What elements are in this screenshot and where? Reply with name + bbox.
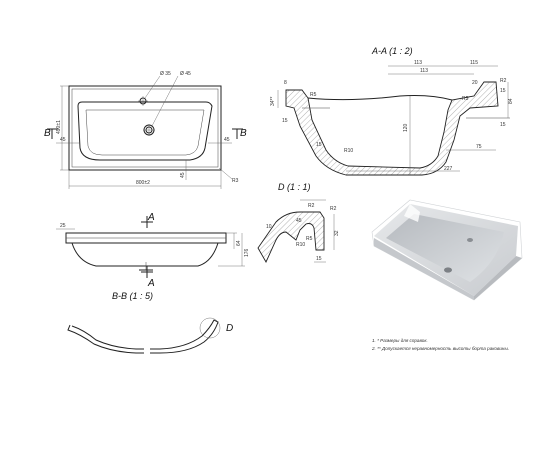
- section-aa-title: A-A (1 : 2): [371, 46, 413, 56]
- top-bowl-inner: [85, 109, 205, 156]
- dim-aa-113-top: 113: [414, 60, 422, 66]
- dim-aa-15: 15: [500, 88, 506, 94]
- dim-d-45: 45: [296, 218, 302, 224]
- section-bb-right: [150, 319, 219, 354]
- dim-d-r2b: R2: [330, 206, 337, 212]
- dim-d-r2a: R2: [308, 203, 315, 209]
- dim-d-15: 15: [316, 256, 322, 262]
- dim-aa-15b: 15: [282, 118, 288, 124]
- dim-aa-15d: 15: [500, 122, 506, 128]
- section-aa: A-A (1 : 2) 113 113 115 20 R2 15 84 15 3…: [270, 46, 514, 176]
- dim-d45: Ø 45: [180, 71, 191, 77]
- section-bb-title: B-B (1 : 5): [112, 291, 153, 301]
- dim-width: 800±2: [136, 180, 150, 186]
- top-bowl: [77, 101, 213, 161]
- dim-d-r5: R5: [306, 236, 313, 242]
- render-drain: [444, 267, 452, 273]
- dim-d-10: 10: [266, 224, 272, 230]
- section-mark-a-bottom: A: [147, 278, 155, 289]
- render-faucet-hole: [467, 238, 473, 242]
- section-aa-profile: [285, 81, 499, 176]
- front-view: A A 25 64 176: [56, 212, 250, 289]
- dim-d-32: 32: [334, 230, 340, 236]
- dim-side-left: 45: [60, 137, 66, 143]
- dim-height: 490±1: [56, 120, 62, 134]
- dim-aa-34: 34**: [270, 96, 276, 106]
- dim-front-176: 176: [244, 248, 250, 257]
- dim-aa-84: 84: [508, 98, 514, 104]
- detail-d-title: D (1 : 1): [278, 182, 311, 192]
- section-mark-a-top: A: [147, 212, 155, 223]
- dim-front-64: 64: [236, 240, 242, 246]
- dim-aa-15c: 15: [316, 142, 322, 148]
- detail-d-profile: [257, 211, 325, 263]
- note-1: 1. * Размеры для справок.: [372, 338, 428, 343]
- dim-aa-75: 75: [476, 144, 482, 150]
- dim-d35: Ø 35: [160, 71, 171, 77]
- dim-aa-r5: R5: [310, 92, 317, 98]
- detail-d-circle: [199, 317, 221, 339]
- dim-aa-r10: R10: [344, 148, 353, 154]
- top-rim: [71, 88, 219, 168]
- top-outline: [68, 85, 222, 171]
- dim-side-right: 45: [224, 137, 230, 143]
- dim-aa-120: 120: [403, 123, 409, 132]
- top-view: Ø 35 Ø 45 490±1 800±2 45 45 45 R3 B B: [44, 71, 247, 189]
- dim-aa-r5b: R5: [462, 96, 469, 102]
- notes: 1. * Размеры для справок. 2. ** Допускае…: [371, 338, 509, 351]
- section-bb-left: [67, 324, 144, 354]
- dim-aa-20: 20: [472, 80, 478, 86]
- front-bowl: [71, 242, 219, 267]
- dim-d-r10: R10: [296, 242, 305, 248]
- note-2: 2. ** Допускается неравномерность высоты…: [371, 346, 509, 351]
- section-mark-b-right: B: [240, 128, 247, 139]
- dim-bottom-45: 45: [180, 172, 186, 178]
- dim-aa-r2: R2: [500, 78, 507, 84]
- detail-mark-d: D: [226, 323, 233, 334]
- dim-aa-8: 8: [284, 80, 287, 86]
- section-bb: B-B (1 : 5) D: [67, 291, 233, 354]
- section-aa-inner-surface: [307, 95, 453, 101]
- section-mark-b-left: B: [44, 128, 51, 139]
- dim-r3: R3: [232, 178, 239, 184]
- dim-aa-113: 113: [420, 68, 428, 74]
- front-rim: [65, 232, 227, 244]
- dim-front-25: 25: [60, 223, 66, 229]
- sink-render: [371, 199, 523, 301]
- detail-d: D (1 : 1) R2 R2 32 10 45 R10 R5 15: [257, 182, 340, 263]
- dim-aa-227: 227: [444, 166, 453, 172]
- dim-aa-115: 115: [470, 60, 478, 66]
- render-bowl: [386, 214, 504, 282]
